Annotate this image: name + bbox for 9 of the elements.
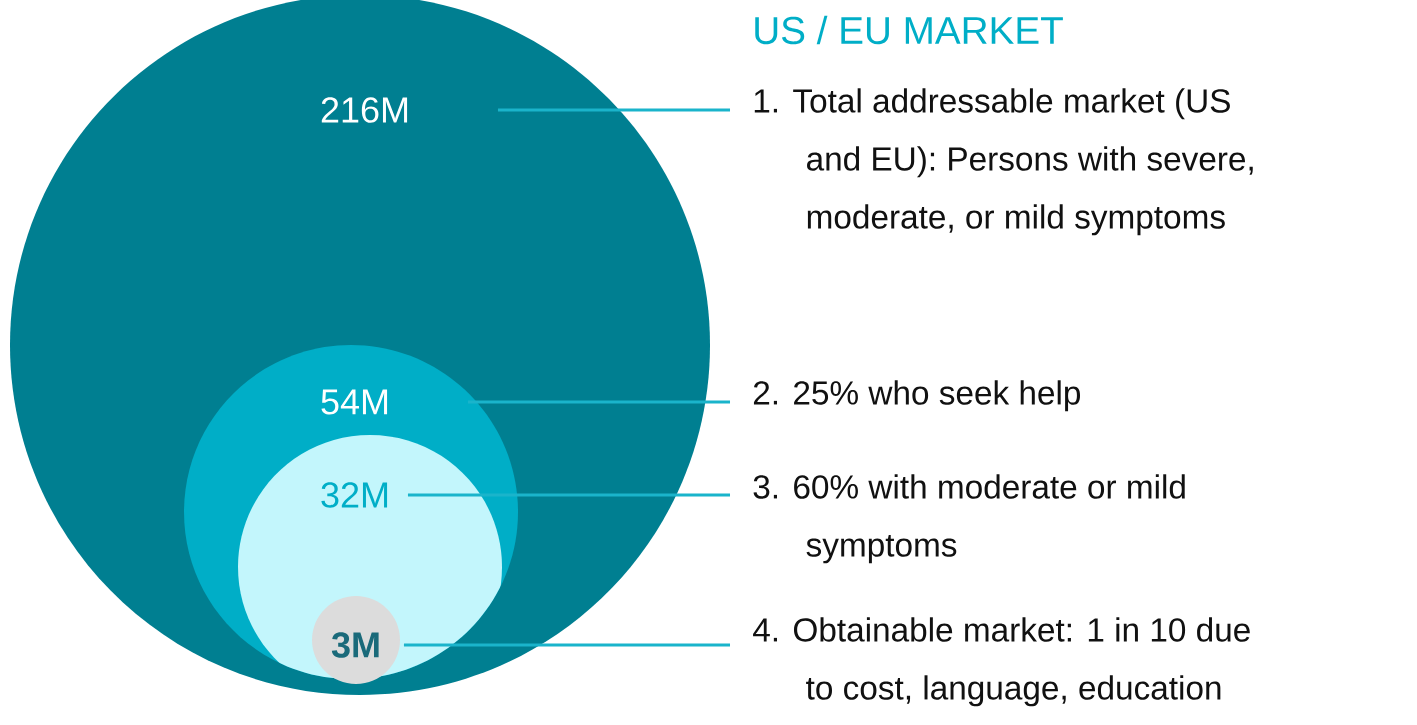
leader-line [403,643,730,647]
list-item: 1. Total addressable market (US and EU): Persons with severe, moderate, or mild symptoms [754,88,1253,236]
leader-line [467,400,730,404]
title: US / EU MARKET [755,15,1063,45]
leader-line [407,493,730,497]
leader-line [497,108,730,112]
list-item: 4. Obtainable market: 1 in 10 due to cost, language, education [753,617,1250,707]
list-item: 3. 60% with moderate or mild symptoms [753,474,1185,564]
list-item: 2. 25% who seek help [753,380,1080,412]
